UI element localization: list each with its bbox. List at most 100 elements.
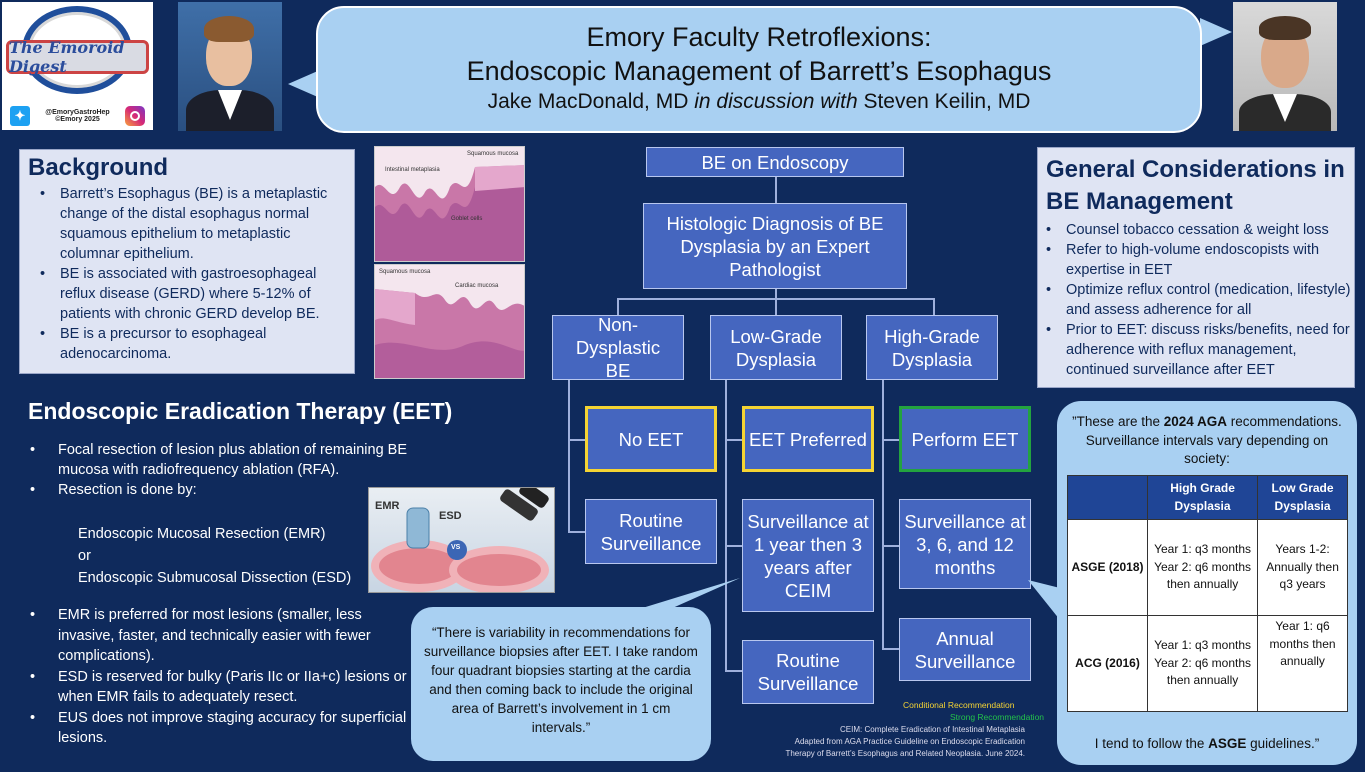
histology-intestinal-metaplasia: Intestinal metaplasia Squamous mucosa Go… [374,146,525,262]
flow-high-grade-dysplasia: High-Grade Dysplasia [866,315,998,380]
emr-method: Endoscopic Mucosal Resection (EMR) [78,526,326,542]
eet-list-2: EMR is preferred for most lesions (small… [30,605,410,749]
flow-surveillance-hgd: Surveillance at 3, 6, and 12 months [899,499,1031,589]
flow-connector [882,439,899,441]
histology-label: Squamous mucosa [467,151,519,157]
flow-no-eet: No EET [585,406,717,472]
table-header: High Grade Dysplasia [1146,475,1259,520]
surveillance-table: High Grade Dysplasia Low Grade Dysplasia… [1067,475,1348,712]
footnote-line: Therapy of Barrett’s Esophagus and Relat… [785,749,1025,758]
logo-banner: The Emoroid Digest [6,38,149,76]
eet-item: Resection is done by: [30,480,420,500]
eet-item: EUS does not improve staging accuracy fo… [30,708,410,749]
flow-be-on-endoscopy: BE on Endoscopy [646,147,904,177]
twitter-icon[interactable]: ✦ [10,106,30,126]
background-card: Background Barrett’s Esophagus (BE) is a… [19,149,355,374]
eet-item: EMR is preferred for most lesions (small… [30,605,410,667]
considerations-item: Counsel tobacco cessation & weight loss [1046,220,1351,240]
flow-routine-surveillance-lgd: Routine Surveillance [742,640,874,704]
table-header [1067,475,1148,520]
flow-connector [725,380,727,671]
background-title: Background [28,154,169,181]
flow-connector [775,298,777,315]
table-row: ACG (2016) Year 1: q3 months Year 2: q6 … [1067,615,1348,712]
esd-method: Endoscopic Submucosal Dissection (ESD) [78,570,352,586]
table-header: Low Grade Dysplasia [1257,475,1348,520]
footnote-line: Adapted from AGA Practice Guideline on E… [794,737,1025,746]
flow-annual-surveillance: Annual Surveillance [899,618,1031,681]
author-photo [178,2,282,131]
histology-label: Intestinal metaplasia [385,167,440,173]
histology-label: Squamous mucosa [379,269,431,275]
eet-item: Focal resection of lesion plus ablation … [30,440,420,480]
flow-surveillance-lgd: Surveillance at 1 year then 3 years afte… [742,499,874,612]
quote2-footer: I tend to follow the ASGE guidelines.” [1094,736,1320,751]
flow-connector [933,298,935,315]
logo-copyright: ©Emory 2025 [55,116,100,123]
faculty-photo [1233,2,1337,131]
eet-resection-methods: Endoscopic Mucosal Resection (EMR) or En… [78,523,351,589]
title-line-1: Emory Faculty Retroflexions: [586,22,932,52]
flow-histologic-diagnosis: Histologic Diagnosis of BE Dysplasia by … [643,203,907,289]
footnote: CEIM: Complete Eradication of Intestinal… [760,724,1025,760]
considerations-title: General Considerations in BE Management [1046,156,1345,215]
title-line-2: Endoscopic Management of Barrett’s Esoph… [466,56,1052,86]
vs-image-label: VS [451,544,461,551]
considerations-list: Counsel tobacco cessation & weight loss … [1046,220,1351,380]
flow-connector [775,289,777,299]
footnote-line: CEIM: Complete Eradication of Intestinal… [840,725,1025,734]
table-cell: Year 1: q3 months Year 2: q6 months then… [1146,615,1259,712]
table-society: ACG (2016) [1067,615,1148,712]
author-line: Jake MacDonald, MD in discussion with St… [318,88,1200,116]
title-bubble-tail-right [1200,18,1232,46]
histology-cardiac-mucosa: Squamous mucosa Cardiac mucosa [374,264,525,379]
quote2-intro: ”These are the 2024 AGA recommendations.… [1072,414,1342,466]
flow-connector [617,298,619,315]
eet-list: Focal resection of lesion plus ablation … [30,440,420,500]
eet-title: Endoscopic Eradication Therapy (EET) [28,398,453,424]
flow-connector [568,439,585,441]
table-cell: Year 1: q3 months Year 2: q6 months then… [1146,519,1259,616]
background-item: BE is a precursor to esophageal adenocar… [40,324,345,364]
flow-eet-preferred: EET Preferred [742,406,874,472]
author-name: Jake MacDonald, MD [487,90,689,113]
flow-connector [725,545,742,547]
esd-image-label: ESD [439,510,462,522]
background-item: Barrett’s Esophagus (BE) is a metaplasti… [40,184,345,264]
background-list: Barrett’s Esophagus (BE) is a metaplasti… [40,184,345,364]
considerations-item: Optimize reflux control (medication, lif… [1046,280,1351,320]
eet-item: ESD is reserved for bulky (Paris IIc or … [30,667,410,708]
flow-connector [568,531,585,533]
flow-connector [725,670,742,672]
histology-label: Cardiac mucosa [455,283,499,289]
background-item: BE is associated with gastroesophageal r… [40,264,345,324]
instagram-icon[interactable] [125,106,145,126]
flow-connector [882,545,899,547]
considerations-item: Refer to high-volume endoscopists with e… [1046,240,1351,280]
emr-vs-esd-image: EMR ESD VS [368,487,555,593]
flow-connector [775,177,777,203]
flow-connector [882,648,899,650]
flow-connector [568,380,570,532]
author-connector: in discussion with [694,90,858,113]
title-bubble: Emory Faculty Retroflexions: Endoscopic … [316,6,1202,133]
legend-strong: Strong Recommendation [950,712,1045,722]
flow-connector [725,439,742,441]
considerations-item: Prior to EET: discuss risks/benefits, ne… [1046,320,1351,380]
table-society: ASGE (2018) [1067,519,1148,616]
general-considerations-card: General Considerations in BE Management … [1037,147,1355,388]
flow-routine-surveillance-nd: Routine Surveillance [585,499,717,564]
surveillance-biopsy-quote: “There is variability in recommendations… [411,607,711,761]
flow-low-grade-dysplasia: Low-Grade Dysplasia [710,315,842,380]
legend-conditional: Conditional Recommendation [903,700,1015,710]
flow-non-dysplastic: Non-Dysplastic BE [552,314,684,381]
table-cell: Years 1-2: Annually then q3 years [1257,519,1348,616]
flow-perform-eet: Perform EET [899,406,1031,472]
title-bubble-tail-left [288,70,320,98]
flow-connector [882,380,884,649]
emr-image-label: EMR [375,500,400,512]
logo-social: ✦ @EmoryGastroHep ©Emory 2025 [10,104,145,128]
method-or: or [78,548,91,564]
histology-label: Goblet cells [451,216,483,222]
table-row: ASGE (2018) Year 1: q3 months Year 2: q6… [1067,519,1348,616]
